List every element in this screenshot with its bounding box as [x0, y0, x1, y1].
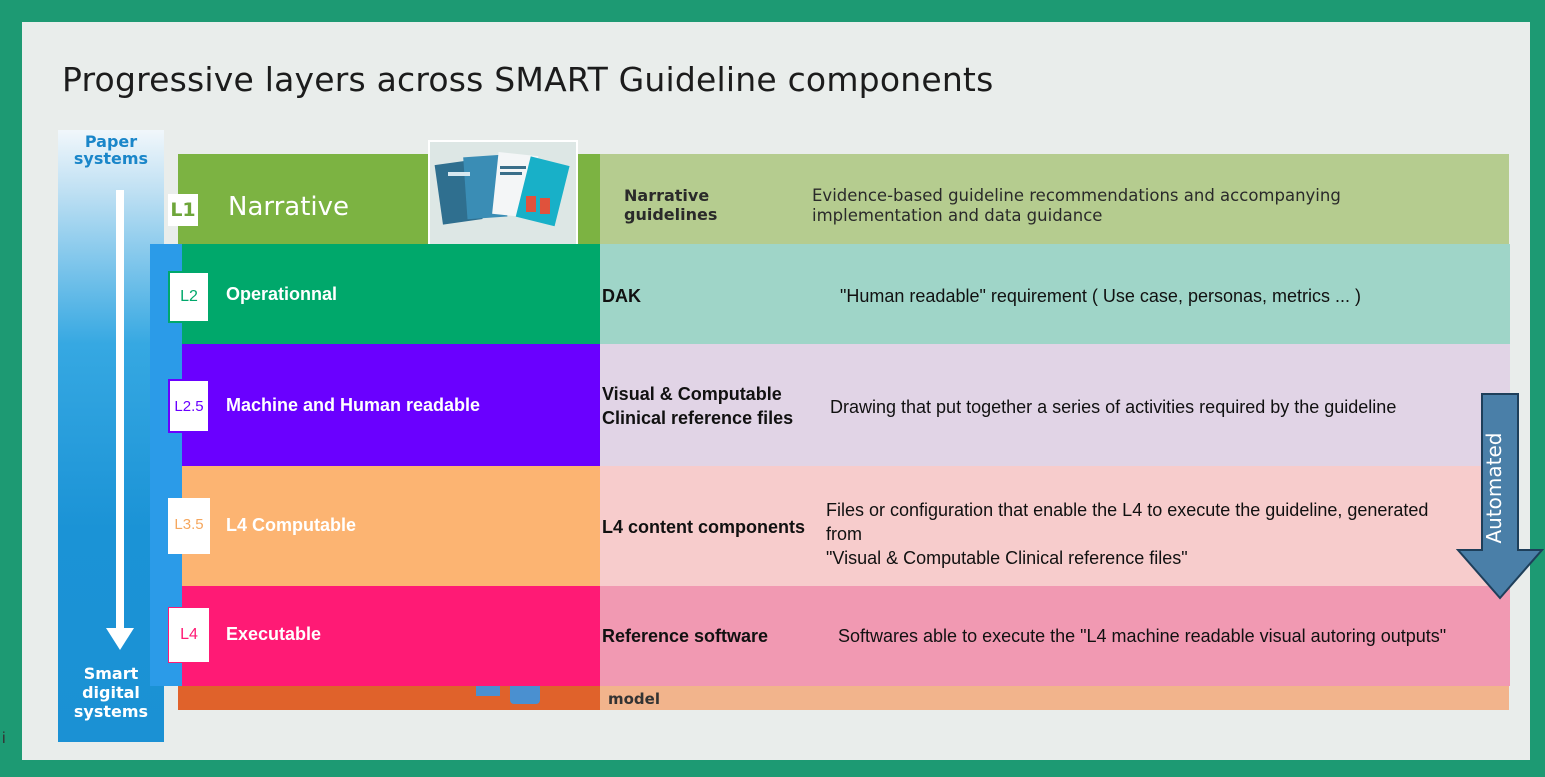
l1-description: Evidence-based guideline recommendations… [812, 186, 1341, 225]
tablet-icon [510, 684, 540, 704]
stray-character: i [2, 730, 6, 747]
l3-5-badge: L3.5 [168, 498, 210, 554]
progression-bar [58, 130, 164, 742]
l2-label: DAK [602, 286, 641, 306]
l3-5-title: L4 Computable [226, 515, 357, 535]
l4-description: Softwares able to execute the "L4 machin… [838, 626, 1447, 646]
l2-5-badge: L2.5 [168, 379, 210, 433]
background-bottom-label: model [608, 690, 660, 704]
l2-5-label: Visual & Computable Clinical reference f… [602, 384, 794, 428]
l4-badge: L4 [168, 607, 210, 663]
smart-digital-systems-label: Smart digital systems [73, 664, 149, 721]
l2-5-block [182, 344, 600, 466]
progression-arrow-shaft [116, 190, 124, 630]
l2-title: Operationnal [226, 284, 338, 304]
down-arrow-icon [106, 628, 134, 650]
l2-description-block [600, 244, 1510, 344]
l2-5-description-block [600, 344, 1510, 466]
l4-title: Executable [226, 624, 322, 644]
l2-description: "Human readable" requirement ( Use case,… [840, 286, 1361, 306]
guideline-documents-image [428, 140, 578, 254]
page-title: Progressive layers across SMART Guidelin… [62, 60, 994, 99]
l2-badge: L2 [168, 271, 210, 323]
l1-description-block [600, 154, 1509, 254]
l4-description-block [600, 586, 1510, 686]
l3-5-description: Files or configuration that enable the L… [826, 500, 1429, 568]
l4-block [182, 586, 600, 686]
paper-systems-label: Paper systems [73, 132, 149, 168]
l1-title: Narrative [228, 192, 350, 222]
background-bottom-description-block [600, 684, 1509, 710]
l1-label: Narrative guidelines [624, 186, 718, 224]
l4-label: Reference software [602, 626, 769, 646]
l1-badge: L1 [168, 194, 198, 226]
l2-5-description: Drawing that put together a series of ac… [830, 397, 1397, 417]
device-icon [476, 684, 500, 696]
l2-block [182, 244, 600, 344]
l3-5-label: L4 content components [602, 517, 806, 537]
l3-5-description-block [600, 466, 1510, 586]
l2-5-title: Machine and Human readable [226, 395, 481, 415]
automated-arrow-icon [1456, 393, 1544, 600]
l3-5-block [182, 466, 600, 586]
